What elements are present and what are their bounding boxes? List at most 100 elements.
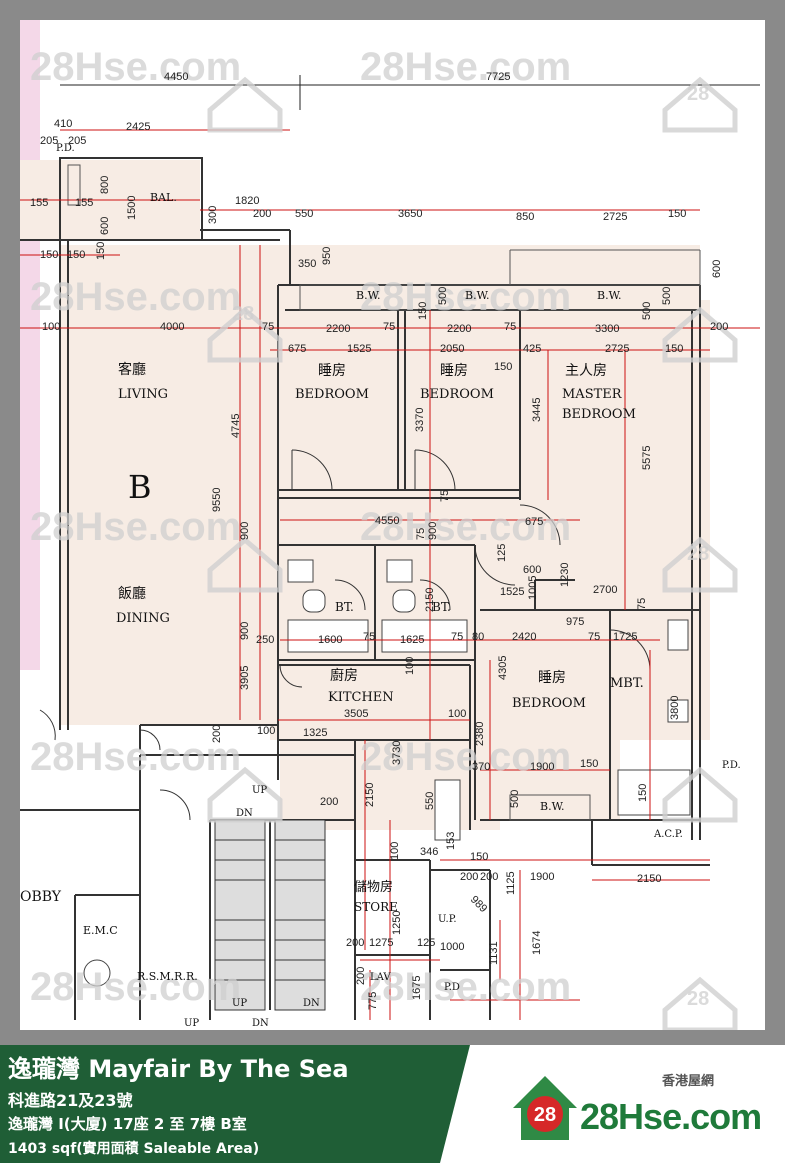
svg-text:1131: 1131 (488, 941, 500, 965)
svg-text:2150: 2150 (364, 783, 376, 807)
bathroom2-label: BT. (432, 600, 451, 614)
svg-text:1525: 1525 (347, 343, 371, 355)
svg-text:3905: 3905 (239, 666, 251, 690)
dimension-labels: 4450 7725 410 205 205 2425 155 155 800 1… (30, 71, 728, 1010)
svg-text:150: 150 (470, 851, 488, 863)
svg-text:2050: 2050 (440, 343, 464, 355)
svg-text:U.P.: U.P. (438, 914, 457, 925)
svg-text:75: 75 (451, 631, 463, 643)
master-label-en1: MASTER (562, 387, 623, 402)
house-logo-icon: 28 (513, 1076, 577, 1140)
svg-text:2725: 2725 (603, 211, 627, 223)
brand-logo-text[interactable]: 28Hse.com (580, 1096, 762, 1137)
svg-text:1500: 1500 (126, 196, 138, 220)
unit-description: 逸瓏灣 I(大廈) 17座 2 至 7樓 B室 (8, 1115, 247, 1133)
svg-text:28Hse.com: 28Hse.com (360, 505, 571, 549)
svg-text:75: 75 (636, 598, 648, 610)
svg-text:28Hse.com: 28Hse.com (360, 45, 571, 89)
svg-text:675: 675 (525, 516, 543, 528)
listing-footer: 逸瓏灣 Mayfair By The Sea 科進路21及23號 逸瓏灣 I(大… (0, 1045, 785, 1163)
svg-text:850: 850 (516, 211, 534, 223)
svg-text:4550: 4550 (375, 515, 399, 527)
svg-text:28Hse.com: 28Hse.com (360, 965, 571, 1009)
svg-text:1525: 1525 (500, 586, 524, 598)
svg-text:346: 346 (420, 846, 438, 858)
svg-text:28Hse.com: 28Hse.com (360, 275, 571, 319)
emc-label: E.M.C (83, 924, 118, 937)
svg-text:28Hse.com: 28Hse.com (30, 965, 241, 1009)
svg-text:200: 200 (253, 208, 271, 220)
svg-text:200: 200 (211, 725, 223, 743)
svg-text:200: 200 (346, 937, 364, 949)
svg-text:370: 370 (472, 761, 490, 773)
svg-text:150: 150 (668, 208, 686, 220)
bedroom2-label-cn: 睡房 (440, 363, 468, 379)
svg-text:200: 200 (460, 871, 478, 883)
svg-text:4305: 4305 (497, 656, 509, 680)
saleable-area: 1403 sqf(實用面積 Saleable Area) (8, 1141, 260, 1157)
svg-text:600: 600 (99, 217, 111, 235)
svg-text:4000: 4000 (160, 321, 184, 333)
svg-text:2150: 2150 (637, 873, 661, 885)
svg-text:675: 675 (288, 343, 306, 355)
svg-text:A.C.P.: A.C.P. (653, 829, 683, 840)
svg-text:DN: DN (303, 998, 320, 1009)
svg-text:775: 775 (367, 992, 379, 1010)
svg-text:28: 28 (232, 303, 254, 325)
svg-text:28Hse.com: 28Hse.com (360, 735, 571, 779)
svg-text:425: 425 (523, 343, 541, 355)
svg-text:150: 150 (40, 249, 58, 261)
svg-text:2380: 2380 (474, 722, 486, 746)
fixtures (83, 559, 691, 987)
svg-text:3370: 3370 (414, 408, 426, 432)
svg-text:5575: 5575 (641, 446, 653, 470)
svg-text:153: 153 (445, 832, 457, 850)
svg-text:125: 125 (496, 544, 508, 562)
svg-text:2725: 2725 (605, 343, 629, 355)
bedroom3-label-cn: 睡房 (538, 670, 566, 686)
svg-text:75: 75 (262, 321, 274, 333)
svg-text:800: 800 (99, 176, 111, 194)
bedroom1-label-cn: 睡房 (318, 363, 346, 379)
store-label-cn: 儲物房 (354, 879, 393, 895)
bay-window-2: B.W. (465, 289, 489, 302)
svg-text:28: 28 (687, 543, 709, 565)
svg-text:150: 150 (67, 249, 85, 261)
svg-text:3505: 3505 (344, 708, 368, 720)
svg-text:DN: DN (236, 808, 253, 819)
svg-text:100: 100 (42, 321, 60, 333)
svg-text:900: 900 (239, 622, 251, 640)
svg-text:900: 900 (239, 522, 251, 540)
master-bath-label: MBT. (610, 676, 644, 691)
svg-text:1275: 1275 (369, 937, 393, 949)
svg-text:80: 80 (472, 631, 484, 643)
svg-text:150: 150 (580, 758, 598, 770)
bay-window-4: B.W. (540, 800, 564, 813)
svg-text:150: 150 (637, 784, 649, 802)
svg-text:350: 350 (298, 258, 316, 270)
svg-text:9550: 9550 (211, 488, 223, 512)
svg-text:1675: 1675 (411, 976, 423, 1000)
svg-text:2200: 2200 (326, 323, 350, 335)
svg-text:75: 75 (504, 321, 516, 333)
svg-text:600: 600 (523, 564, 541, 576)
svg-text:205: 205 (68, 135, 86, 147)
svg-text:1900: 1900 (530, 871, 554, 883)
svg-text:155: 155 (75, 197, 93, 209)
bedroom2-label-en: BEDROOM (420, 387, 494, 402)
svg-text:28Hse.com: 28Hse.com (30, 505, 241, 549)
lobby-label: OBBY (20, 889, 62, 905)
floor-plan-sheet: 28Hse.com 28Hse.com 28Hse.com 28Hse.com … (20, 20, 765, 1030)
bathroom1-label: BT. (335, 600, 354, 614)
svg-text:DN: DN (252, 1018, 269, 1029)
svg-text:125: 125 (417, 937, 435, 949)
dining-label-cn: 飯廳 (118, 585, 146, 602)
svg-text:1625: 1625 (400, 634, 424, 646)
svg-text:2150: 2150 (424, 588, 436, 612)
walls (20, 157, 710, 1020)
estate-title: 逸瓏灣 Mayfair By The Sea (8, 1055, 349, 1083)
svg-text:28: 28 (534, 1104, 556, 1126)
svg-text:150: 150 (95, 242, 107, 260)
svg-text:1725: 1725 (613, 631, 637, 643)
doors (39, 449, 651, 821)
